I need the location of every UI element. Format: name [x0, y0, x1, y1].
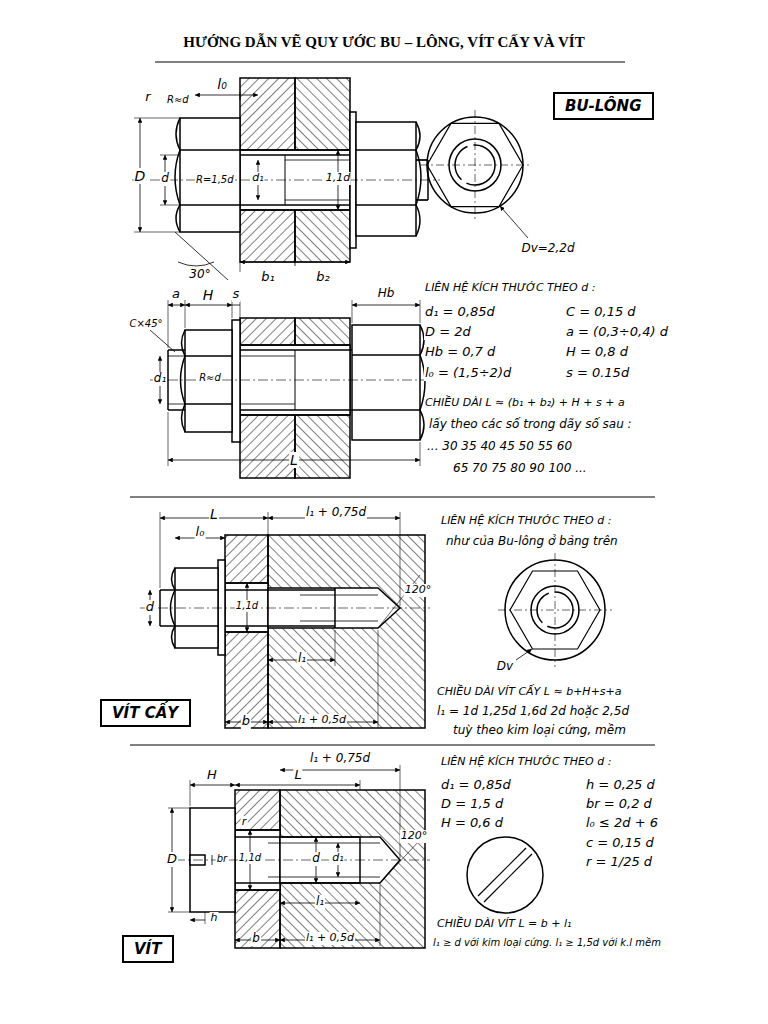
dimension-label: b: [241, 714, 251, 729]
dimension-label: l₁: [297, 652, 307, 666]
dimension-label: LIÊN HỆ KÍCH THƯỚC THEO d :: [440, 756, 612, 769]
dimension-label: l₁ + 0,75d: [309, 752, 371, 766]
dimension-label: D = 2d: [424, 325, 472, 340]
page-title: HƯỚNG DẪN VẼ QUY ƯỚC BU – LÔNG, VÍT CẤY …: [0, 34, 768, 51]
dimension-label: L: [209, 506, 219, 522]
dimension-label: l₀ = (1,5÷2)d: [424, 366, 512, 381]
dimension-label: br: [216, 853, 228, 865]
box-text: VÍT CẤY: [112, 704, 179, 722]
dimension-label: d₁: [153, 372, 167, 386]
dimension-label: R=1,5d: [195, 174, 235, 186]
dimension-label: l₁ + 0,5d: [305, 932, 355, 945]
dimension-label: r: [241, 816, 248, 829]
dimension-label: 1,1d: [325, 172, 351, 185]
dimension-label: H = 0,8 d: [565, 345, 629, 360]
dimension-label: 30°: [188, 268, 211, 282]
dimension-label: CHIỀU DÀI L ≈ (b₁ + b₂) + H + s + a: [424, 397, 626, 410]
dimension-label: như của Bu-lông ở bảng trên: [445, 535, 619, 549]
dimension-label: b₂: [315, 270, 330, 285]
dimension-label: 120°: [404, 584, 433, 597]
dimension-label: LIÊN HỆ KÍCH THƯỚC THEO d :: [424, 282, 596, 295]
dimension-label: c = 0,15 d: [585, 836, 655, 851]
dimension-label: d₁: [331, 852, 344, 865]
dimension-label: Dv=2,2d: [520, 242, 575, 256]
dimension-label: l₀: [216, 76, 228, 92]
dimension-label: l₁ = 1d 1,25d 1,6d 2d hoặc 2,5d: [436, 705, 630, 719]
dimension-label: l₁ + 0,75d: [305, 506, 367, 520]
dimension-label: D: [134, 168, 147, 184]
dimension-label: 65 70 75 80 90 100 ...: [452, 462, 588, 476]
box-text: VÍT: [134, 940, 162, 958]
dimension-label: b: [251, 932, 261, 946]
box-text: BU-LÔNG: [565, 97, 642, 115]
dimension-label: C = 0,15 d: [565, 305, 637, 320]
dimension-label: h = 0,25 d: [585, 778, 656, 793]
dimension-label: d₁: [251, 172, 264, 185]
dimension-label: C×45°: [128, 318, 163, 330]
dimension-label: lấy theo các số trong dãy số sau :: [428, 418, 633, 432]
dimension-label: d: [311, 852, 321, 866]
dimension-label: d₁ = 0,85d: [440, 778, 512, 793]
title-box: BU-LÔNG: [553, 92, 654, 120]
dimension-label: l₁ ≥ d với kim loại cứng. l₁ ≥ 1,5d với …: [432, 937, 662, 949]
dimension-label: s: [232, 287, 241, 302]
dimension-label: 120°: [400, 830, 429, 843]
dimension-label: a = (0,3÷0,4) d: [565, 325, 669, 340]
dimension-label: tuỳ theo kim loại cứng, mềm: [452, 724, 627, 738]
dimension-label: br = 0,2 d: [585, 797, 653, 812]
dimension-label: CHIỀU DÀI VÍT CẤY L ≈ b+H+s+a: [436, 686, 623, 699]
dimension-label: Hb: [377, 287, 396, 301]
title-box: VÍT CẤY: [100, 699, 191, 727]
dimension-label: CHIỀU DÀI VÍT L = b + l₁: [436, 918, 572, 931]
dimension-label: L: [293, 768, 302, 783]
dimension-label: LIÊN HỆ KÍCH THƯỚC THEO d :: [440, 515, 612, 528]
dimension-label: d: [160, 172, 170, 186]
dimension-label: r = 1/25 d: [585, 855, 653, 870]
dimension-label: l₀: [195, 525, 206, 540]
dimension-label: a: [171, 287, 181, 302]
dimension-label: D = 1,5 d: [440, 797, 504, 812]
dimension-label: D: [166, 852, 178, 867]
dimension-label: R≈d: [166, 94, 190, 106]
dimension-label: ... 30 35 40 45 50 55 60: [426, 440, 573, 454]
dimension-label: H: [206, 768, 218, 783]
dimension-label: H = 0,6 d: [440, 816, 504, 831]
dimension-label: Hb = 0,7 d: [424, 345, 496, 360]
dimension-label: r: [144, 90, 151, 105]
dimension-label: b₁: [260, 270, 275, 285]
dimension-label: l₀ ≤ 2d + 6: [585, 816, 659, 831]
dimension-label: s = 0.15d: [565, 366, 630, 381]
dimension-label: R≈d: [198, 372, 222, 384]
dimension-label: h: [210, 912, 219, 925]
dimension-label: L: [289, 452, 299, 468]
dimension-label: d₁ = 0,85d: [424, 305, 496, 320]
dimension-label: l₁ + 0,5d: [297, 714, 347, 727]
dimension-label: Dv: [496, 660, 514, 674]
dimension-label: l₁: [315, 895, 325, 909]
dimension-label: H: [202, 287, 215, 303]
dimension-label: d: [145, 600, 155, 615]
title-box: VÍT: [122, 935, 174, 963]
dimension-label: 1,1d: [235, 600, 259, 612]
dimension-label: 1,1d: [238, 852, 262, 864]
